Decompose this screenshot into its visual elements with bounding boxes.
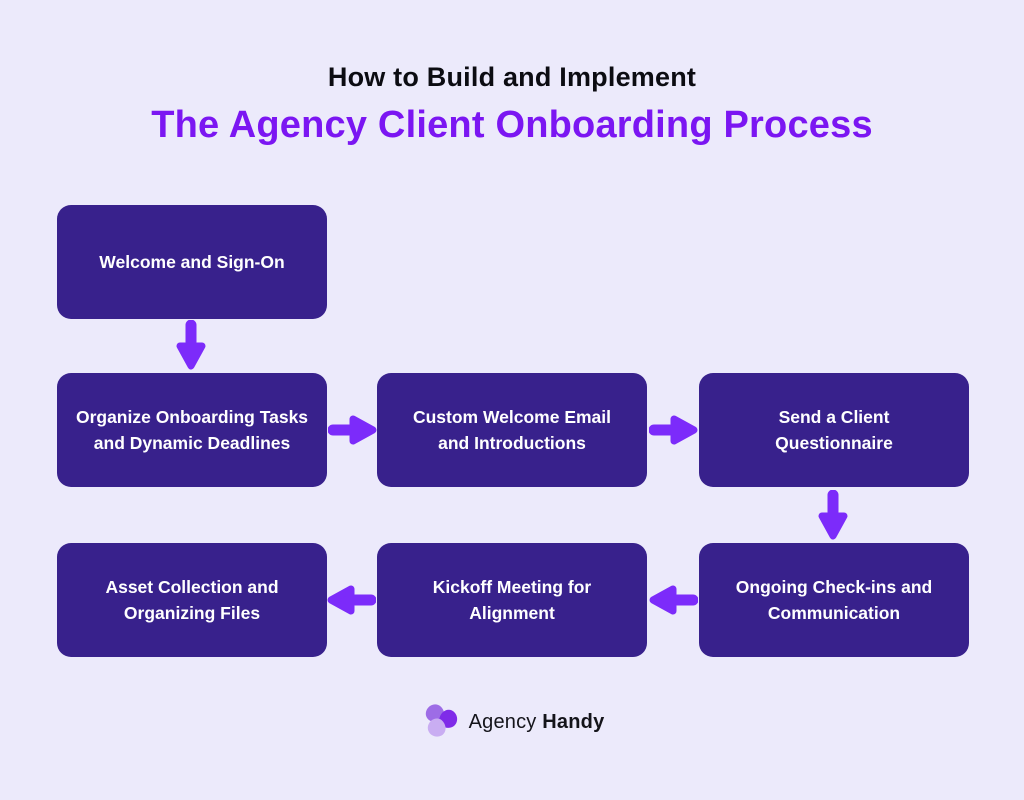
page-subtitle: The Agency Client Onboarding Process [151, 104, 873, 146]
step-label-line: Ongoing Check-ins and [735, 576, 933, 597]
arrow-down-icon [815, 490, 851, 542]
step-label-line: Welcome and Sign-On [99, 251, 285, 272]
page-title: How to Build and Implement [327, 62, 697, 92]
arrow-right-icon [328, 412, 378, 448]
arrow-down-icon [173, 320, 209, 372]
step-label-line: Asset Collection and [105, 576, 279, 597]
step-ongoing-check-ins: Ongoing Check-ins and Communication [699, 543, 969, 657]
step-label-line: and Introductions [438, 433, 586, 453]
brand-name-bold: Handy [542, 711, 605, 733]
step-send-client-questionnaire: Send a Client Questionnaire [699, 373, 969, 487]
step-welcome-sign-on: Welcome and Sign-On [57, 205, 327, 319]
step-label-line: Send a Client [778, 406, 890, 427]
step-label-line: Kickoff Meeting for [432, 576, 592, 597]
agency-handy-logo-icon [420, 700, 460, 745]
step-organize-onboarding-tasks: Organize Onboarding Tasks and Dynamic De… [57, 373, 327, 487]
step-kickoff-meeting: Kickoff Meeting for Alignment [377, 543, 647, 657]
step-label-line: Custom Welcome Email [412, 406, 612, 427]
step-asset-collection: Asset Collection and Organizing Files [57, 543, 327, 657]
brand-footer: Agency Handy [0, 700, 1024, 745]
step-label-line: Organize Onboarding Tasks [75, 406, 309, 427]
step-custom-welcome-email: Custom Welcome Email and Introductions [377, 373, 647, 487]
arrow-right-icon [649, 412, 699, 448]
arrow-left-icon [648, 582, 698, 618]
step-label-line: Organizing Files [123, 603, 261, 623]
step-label-line: Alignment [469, 603, 555, 623]
brand-name-regular: Agency [468, 711, 537, 733]
step-label-line: Questionnaire [775, 433, 893, 453]
step-label-line: Communication [767, 603, 901, 623]
arrow-left-icon [326, 582, 376, 618]
step-label-line: and Dynamic Deadlines [93, 433, 291, 453]
brand-name: Agency Handy [469, 711, 605, 734]
